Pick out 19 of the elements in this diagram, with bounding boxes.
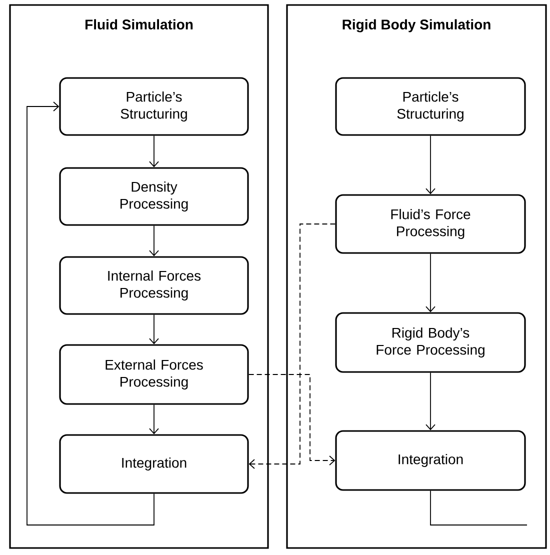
process-box: Internal Forces Processing [59, 256, 249, 315]
arrow [426, 135, 436, 194]
arrow [426, 372, 436, 430]
process-box: Particle’s Structuring [335, 77, 526, 136]
arrow [149, 404, 159, 434]
process-box: Particle’s Structuring [59, 77, 249, 136]
arrow [426, 253, 436, 312]
process-box: Rigid Body’s Force Processing [335, 312, 526, 373]
arrow [149, 225, 159, 256]
process-box: External Forces Processing [59, 344, 249, 405]
process-box: Density Processing [59, 167, 249, 226]
process-box: Fluid’s Force Processing [335, 194, 526, 254]
arrow [248, 374, 336, 466]
arrow [149, 314, 159, 344]
process-box: Integration [59, 434, 249, 494]
arrow [26, 102, 154, 526]
arrow [149, 135, 159, 168]
arrow [248, 224, 336, 469]
process-box: Integration [335, 430, 526, 491]
